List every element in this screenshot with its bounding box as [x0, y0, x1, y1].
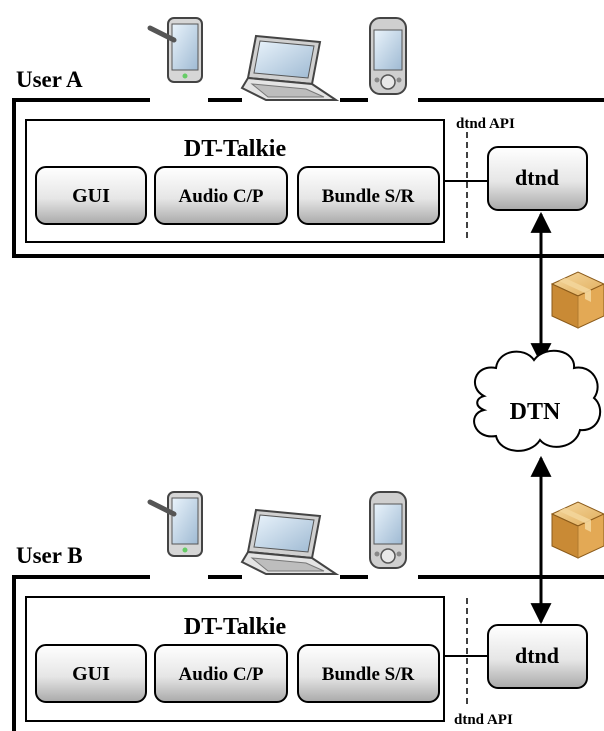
bundle-module: Bundle S/R — [297, 644, 440, 703]
user-b-boundary — [12, 575, 150, 731]
user-a-boundary — [12, 98, 604, 258]
smartphone-icon — [369, 17, 407, 95]
dtnd-box: dtnd — [487, 624, 588, 689]
audio-module: Audio C/P — [154, 166, 288, 225]
user-b-group: User B DT-Talkie GUI Audio C/P Bundle S/… — [12, 491, 604, 731]
audio-module-label: Audio C/P — [179, 664, 264, 685]
dtnd-box: dtnd — [487, 146, 588, 211]
user-a-group: User A DT-Talkie GUI Audio C/P Bundle S/… — [12, 17, 604, 258]
audio-module: Audio C/P — [154, 644, 288, 703]
api-label: dtnd API — [456, 116, 515, 132]
dt-talkie-title: DT-Talkie — [184, 614, 287, 640]
api-label: dtnd API — [454, 712, 513, 728]
dtn-network: DTN — [473, 211, 604, 625]
gui-module-label: GUI — [72, 185, 110, 207]
tablet-icon — [150, 492, 202, 556]
cloud-icon — [473, 349, 602, 452]
laptop-icon — [241, 35, 337, 101]
dt-talkie-title: DT-Talkie — [184, 136, 287, 162]
bundle-module-label: Bundle S/R — [322, 186, 415, 207]
dtnd-label: dtnd — [515, 643, 559, 668]
dtnd-label: dtnd — [515, 165, 559, 190]
user-b-label: User B — [16, 543, 83, 568]
gui-module-label: GUI — [72, 663, 110, 685]
laptop-icon — [241, 509, 337, 575]
user-a-label: User A — [16, 67, 83, 92]
dtn-label: DTN — [510, 399, 561, 425]
audio-module-label: Audio C/P — [179, 186, 264, 207]
gui-module: GUI — [35, 166, 147, 225]
tablet-icon — [150, 18, 202, 82]
gui-module: GUI — [35, 644, 147, 703]
smartphone-icon — [369, 491, 407, 569]
package-icon — [551, 501, 604, 559]
bundle-module: Bundle S/R — [297, 166, 440, 225]
bundle-module-label: Bundle S/R — [322, 664, 415, 685]
package-icon — [551, 271, 604, 329]
